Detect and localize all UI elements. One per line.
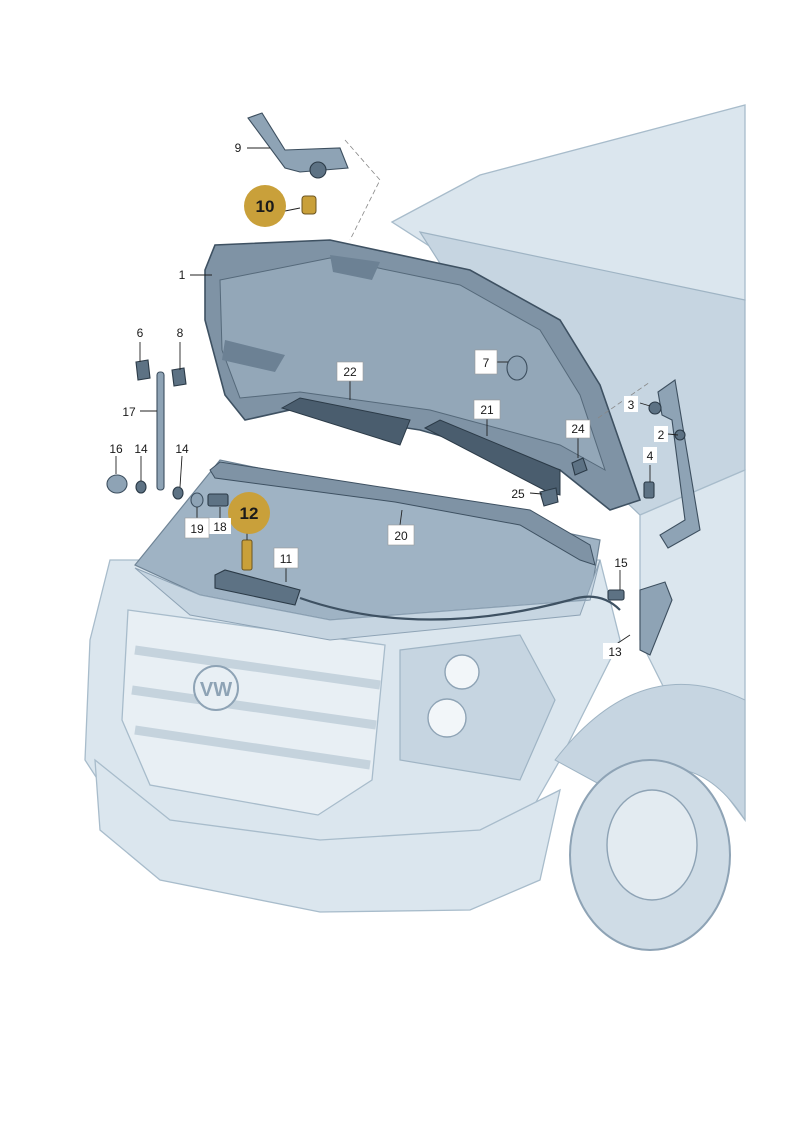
vw-logo: VW — [200, 679, 232, 701]
svg-text:6: 6 — [137, 326, 144, 340]
buffer-7 — [506, 355, 528, 381]
svg-text:18: 18 — [213, 520, 227, 534]
svg-text:17: 17 — [122, 405, 136, 419]
clip-25 — [539, 487, 559, 507]
bolt-4 — [643, 481, 655, 499]
svg-text:8: 8 — [177, 326, 184, 340]
svg-text:7: 7 — [483, 356, 490, 370]
grommet-16 — [106, 474, 229, 508]
svg-text:2: 2 — [658, 428, 665, 442]
callout-1: 1 — [175, 266, 189, 282]
callout-9: 9 — [231, 139, 245, 155]
svg-text:4: 4 — [647, 449, 654, 463]
svg-text:21: 21 — [480, 403, 494, 417]
nut-3 — [648, 401, 662, 415]
prop-rod-17 — [135, 359, 187, 491]
callout-21: 21 — [473, 399, 501, 420]
bolt-12 — [241, 539, 253, 571]
callout-7: 7 — [474, 349, 498, 375]
callout-20: 20 — [387, 524, 415, 546]
callout-4: 4 — [643, 447, 657, 463]
svg-text:24: 24 — [571, 422, 585, 436]
svg-text:13: 13 — [608, 645, 622, 659]
callout-11: 11 — [273, 547, 299, 569]
callout-15: 15 — [609, 554, 633, 570]
svg-text:15: 15 — [614, 556, 628, 570]
svg-text:14: 14 — [175, 442, 189, 456]
callout-18: 18 — [209, 518, 231, 534]
svg-text:11: 11 — [280, 552, 293, 566]
svg-text:20: 20 — [394, 529, 408, 543]
svg-text:22: 22 — [343, 365, 357, 379]
callout-22: 22 — [336, 361, 364, 382]
callout-14a: 14 — [131, 440, 151, 456]
svg-text:12: 12 — [240, 504, 259, 523]
svg-text:10: 10 — [256, 197, 275, 216]
callout-8: 8 — [173, 324, 187, 340]
callout-12-highlight: 12 — [228, 492, 270, 534]
svg-text:14: 14 — [134, 442, 148, 456]
hood-panel — [204, 239, 642, 511]
svg-text:9: 9 — [235, 141, 242, 155]
svg-text:1: 1 — [179, 268, 186, 282]
callout-24: 24 — [565, 419, 591, 439]
clip-24 — [571, 457, 588, 476]
seals — [209, 397, 596, 566]
callout-6: 6 — [133, 324, 147, 340]
callout-labels: 1 2 3 4 6 7 8 9 — [106, 139, 668, 659]
callout-13: 13 — [603, 643, 627, 659]
callout-19: 19 — [184, 517, 210, 539]
svg-text:16: 16 — [109, 442, 123, 456]
callout-3: 3 — [624, 396, 638, 412]
callout-17: 17 — [118, 403, 140, 419]
svg-text:25: 25 — [511, 487, 525, 501]
vehicle-body: VW — [84, 104, 746, 951]
lock-11 — [214, 569, 301, 606]
svg-text:3: 3 — [628, 398, 635, 412]
bolt-10 — [301, 195, 317, 215]
callout-25: 25 — [507, 485, 529, 501]
callout-16: 16 — [106, 440, 126, 456]
callout-10-highlight: 10 — [244, 185, 286, 227]
cable-13 — [299, 581, 673, 656]
callout-2: 2 — [654, 426, 668, 442]
callout-14b: 14 — [172, 440, 192, 456]
hood-latch-9 — [247, 112, 349, 179]
svg-text:19: 19 — [190, 522, 204, 536]
